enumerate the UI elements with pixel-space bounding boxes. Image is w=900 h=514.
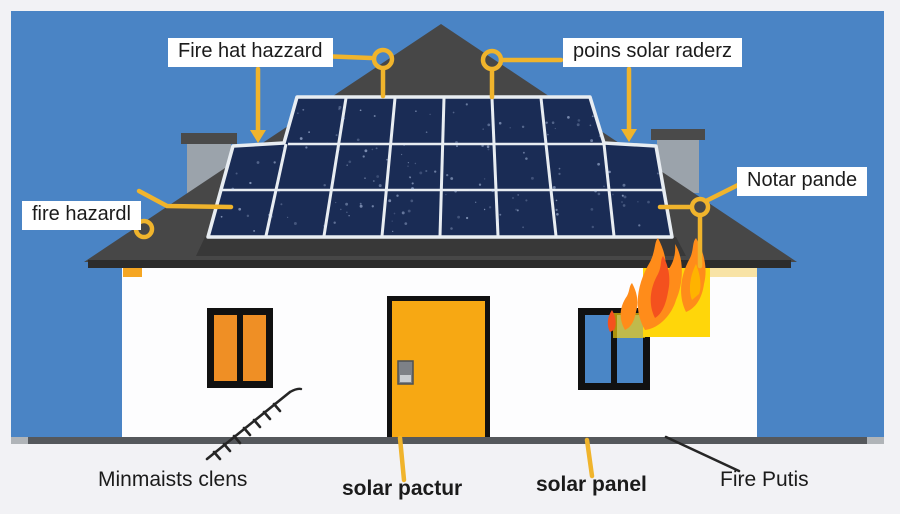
- foundation-cap-right: [867, 437, 884, 444]
- chimney-cap: [651, 129, 705, 140]
- leader-lines-dark: [205, 387, 741, 473]
- caption-solar-pactur: solar pactur: [342, 477, 463, 500]
- callout-notar-pande: Notar pande: [737, 167, 868, 196]
- door: [387, 296, 490, 437]
- panel-speckles: [220, 103, 659, 233]
- roof-shadow: [196, 237, 686, 256]
- caption-solar-panel: solar panel: [536, 473, 647, 496]
- eave-trim-left: [123, 268, 142, 277]
- roof-eave-edge: [88, 260, 791, 268]
- eave-trim-right: [700, 268, 757, 277]
- leader-lines-yellow: [117, 47, 741, 483]
- foundation-cap-left: [11, 437, 28, 444]
- caption-fire-putis: Fire Putis: [720, 468, 809, 491]
- down-arrowhead: [250, 130, 266, 143]
- leader-line: [703, 182, 741, 204]
- window-pane: [585, 315, 611, 383]
- window-left: [207, 308, 273, 388]
- door-handle-plate: [400, 375, 411, 382]
- solar-array-grid: [221, 97, 664, 237]
- solar-array: [206, 95, 674, 239]
- window-pane: [214, 315, 237, 381]
- callout-fire-hat-hazzard: Fire hat hazzard: [168, 38, 333, 67]
- leader-line: [664, 435, 741, 473]
- hatched-leader: [205, 387, 303, 461]
- leader-line: [397, 435, 407, 483]
- leader-line: [584, 437, 595, 479]
- callout-fire-hazardl: fire hazardl: [22, 201, 141, 230]
- window-pane: [243, 315, 266, 381]
- foundation: [11, 437, 884, 444]
- callout-poins-solar-raderz: poins solar raderz: [563, 38, 742, 67]
- caption-minmaists-clens: Minmaists clens: [98, 468, 248, 491]
- down-arrowhead: [621, 129, 637, 142]
- chimney-cap: [181, 133, 237, 144]
- leader-line: [136, 188, 234, 210]
